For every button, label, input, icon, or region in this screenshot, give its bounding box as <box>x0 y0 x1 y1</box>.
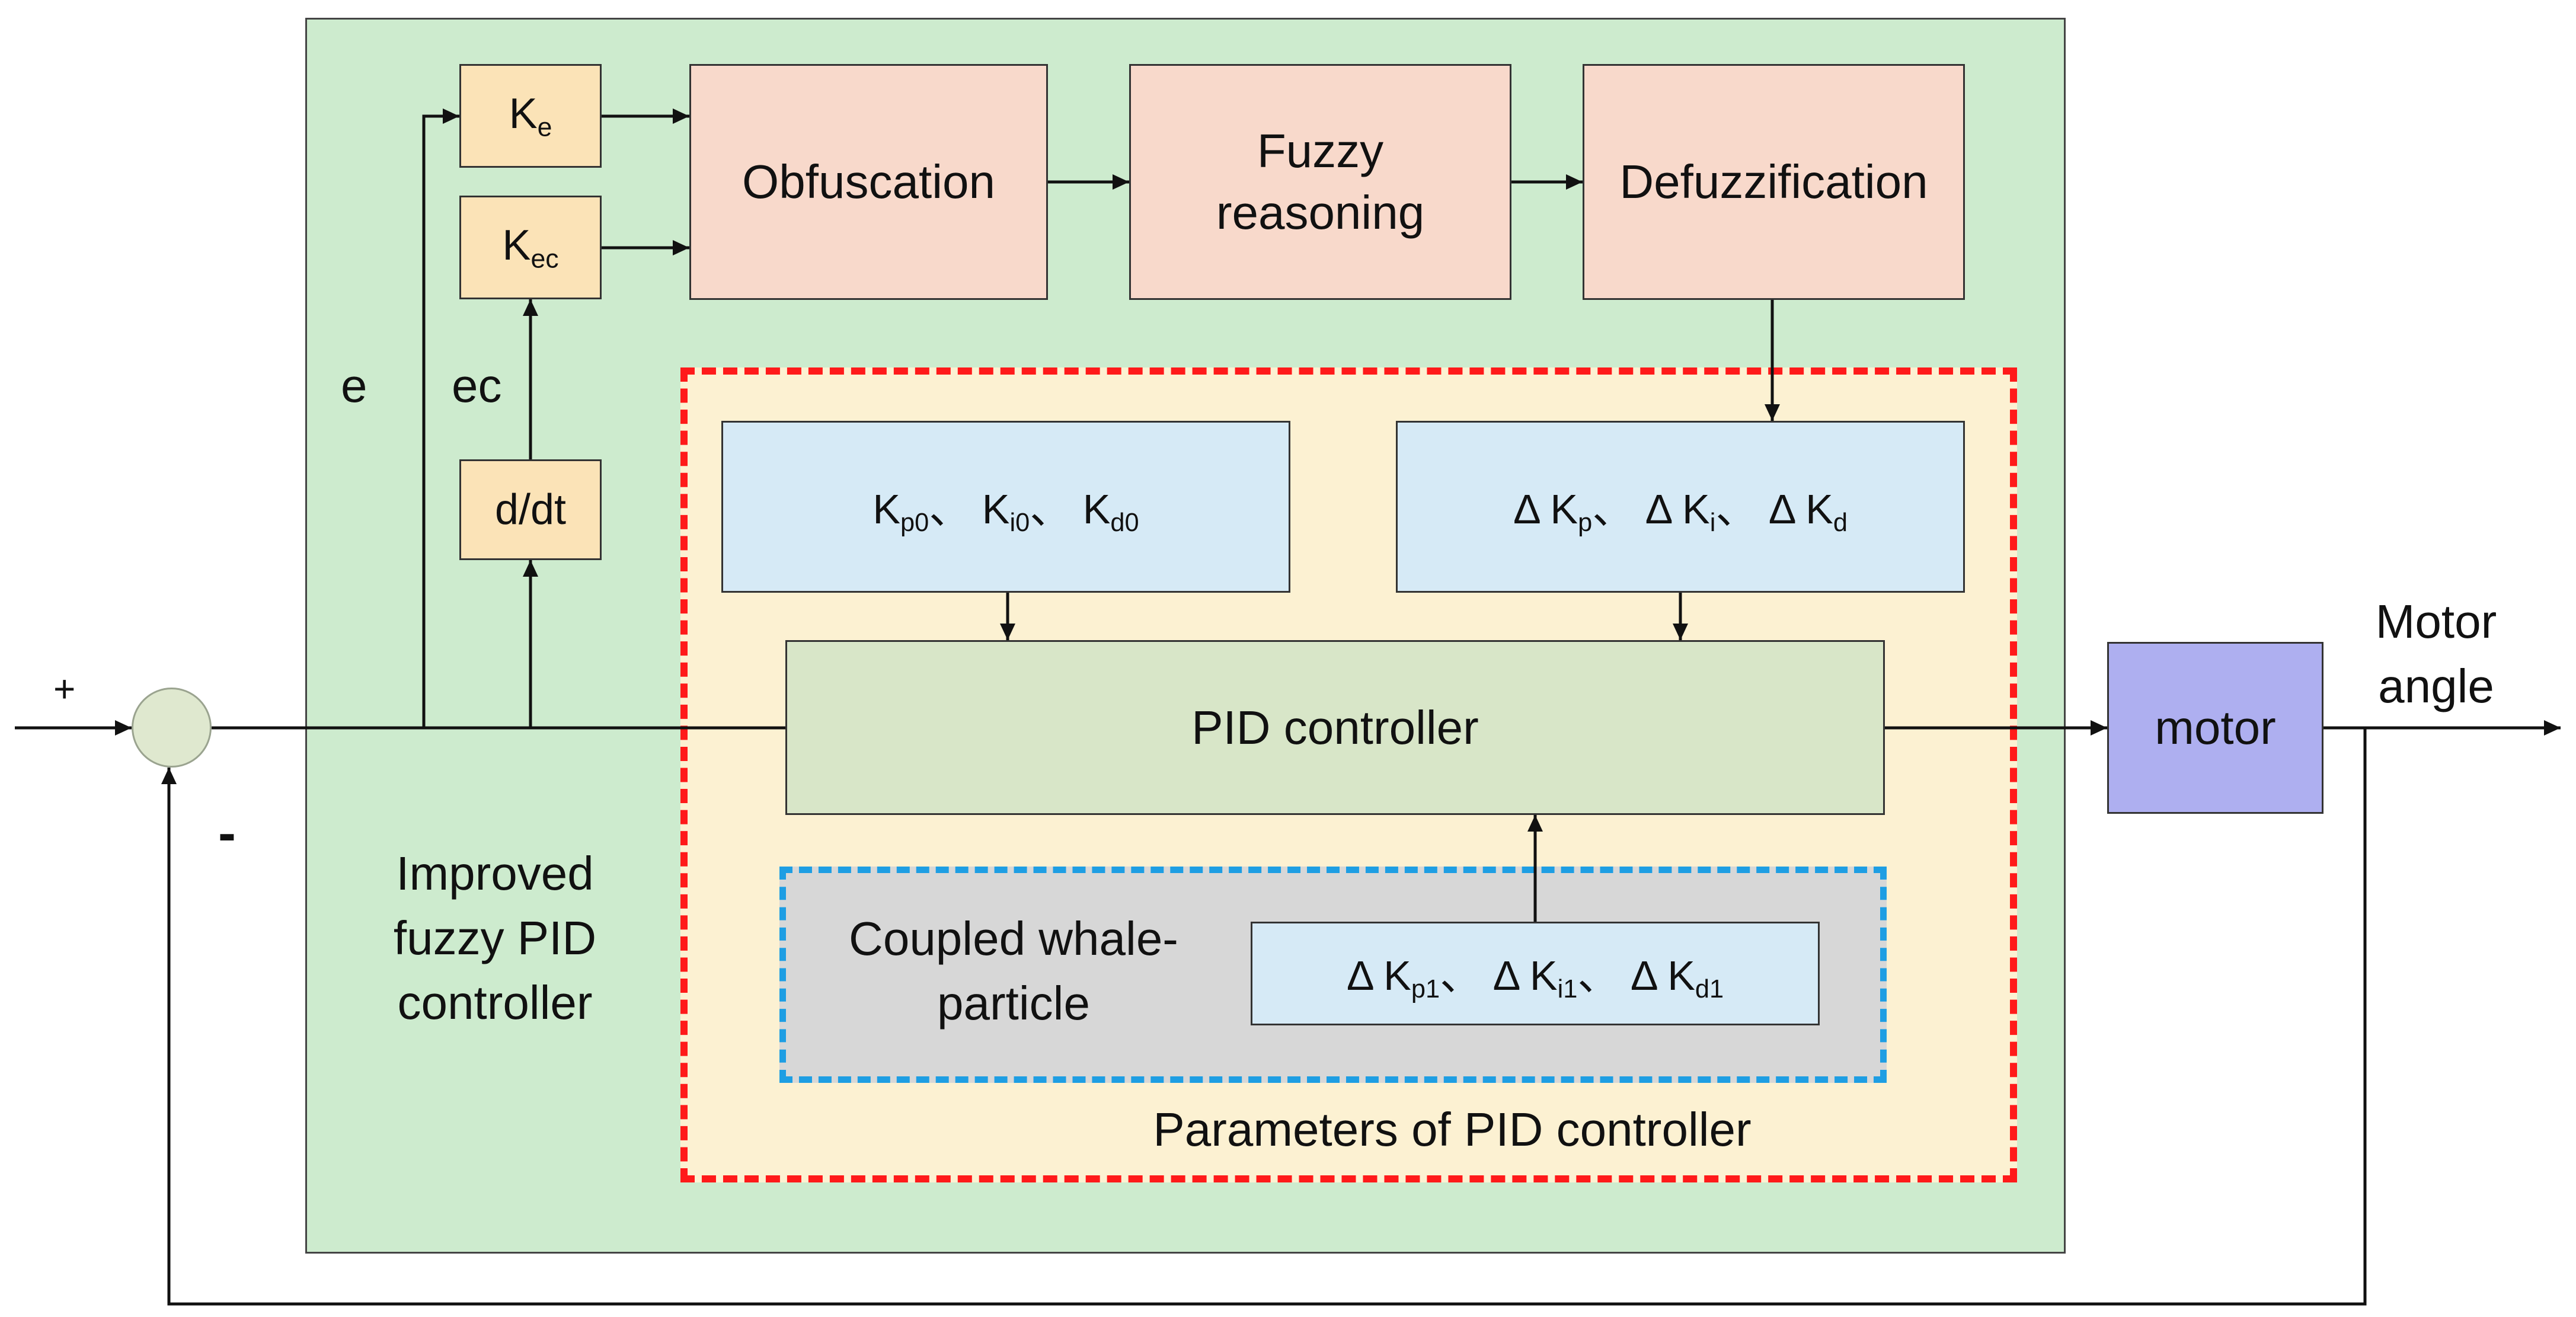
optimizer-label: Coupled whale- particle <box>806 907 1221 1036</box>
input-line-arrowhead <box>115 720 132 736</box>
output-label: Motor angle <box>2341 590 2531 719</box>
defuzzification-to-delta-line-arrowhead <box>1765 404 1780 421</box>
initial-parameters-block: Kp0、 Ki0、 Kd0 <box>721 421 1290 593</box>
summing-junction <box>132 688 212 768</box>
fuzzy-reasoning-line-1: Fuzzy <box>1257 124 1384 177</box>
improved-controller-line-2: fuzzy PID <box>393 911 597 964</box>
motor-block: motor <box>2107 642 2323 814</box>
ec-branch-line-arrowhead <box>523 560 538 577</box>
delta-parameters-block: Δ Kp、 Δ Ki、 Δ Kd <box>1396 421 1965 593</box>
optimizer-parameters-block: Δ Kp1、 Δ Ki1、 Δ Kd1 <box>1251 922 1820 1025</box>
obfuscation-to-reasoning-line-arrowhead <box>1113 174 1129 190</box>
gain-ke-block: Ke <box>459 64 602 168</box>
output-label-line-2: angle <box>2378 659 2494 712</box>
improved-controller-line-3: controller <box>397 976 593 1029</box>
initial-parameters-label: Kp0、 Ki0、 Kd0 <box>872 485 1139 537</box>
defuzzification-label: Defuzzification <box>1619 155 1928 208</box>
pid-controller-block: PID controller <box>785 640 1885 815</box>
e-branch-line <box>422 114 459 728</box>
optimizer-label-line-1: Coupled whale- <box>849 912 1178 965</box>
fuzzy-reasoning-line-2: reasoning <box>1216 186 1425 239</box>
delta-params-to-pid-line-arrowhead <box>1673 624 1688 640</box>
gain-ke-label: Ke <box>509 89 552 142</box>
ec-signal-label: ec <box>452 359 502 412</box>
delta-parameters-label: Δ Kp、 Δ Ki、 Δ Kd <box>1513 485 1848 537</box>
gain-kec-label: Kec <box>502 221 559 274</box>
fuzzy-reasoning-block: Fuzzy reasoning <box>1129 64 1511 300</box>
improved-controller-label: Improved fuzzy PID controller <box>344 842 646 1035</box>
defuzzification-block: Defuzzification <box>1583 64 1965 300</box>
feedback-line-arrowhead <box>161 768 177 784</box>
optimizer-to-pid-line-arrowhead <box>1527 815 1543 832</box>
pid-to-motor-line-arrowhead <box>2091 720 2107 736</box>
e-signal-label: e <box>341 359 367 412</box>
gain-kec-block: Kec <box>459 196 602 299</box>
minus-sign: - <box>218 804 236 863</box>
obfuscation-label: Obfuscation <box>742 155 995 208</box>
optimizer-label-line-2: particle <box>937 976 1090 1030</box>
e-branch-line-arrowhead <box>443 108 459 124</box>
output-line-arrowhead <box>2544 720 2561 736</box>
feedback-line <box>167 728 2367 1306</box>
derivative-to-kec-line-arrowhead <box>523 299 538 316</box>
derivative-block: d/dt <box>459 459 602 560</box>
kec-to-obfuscation-line-arrowhead <box>673 240 689 255</box>
derivative-label: d/dt <box>494 486 567 533</box>
ke-to-obfuscation-line-arrowhead <box>673 108 689 124</box>
motor-label: motor <box>2155 701 2276 754</box>
output-label-line-1: Motor <box>2375 595 2497 648</box>
obfuscation-block: Obfuscation <box>689 64 1048 300</box>
initial-params-to-pid-line-arrowhead <box>1000 624 1015 640</box>
pid-parameters-region-label: Parameters of PID controller <box>1153 1103 1752 1156</box>
plus-sign: + <box>53 667 76 710</box>
optimizer-parameters-label: Δ Kp1、 Δ Ki1、 Δ Kd1 <box>1346 952 1724 1004</box>
reasoning-to-defuzzification-line-arrowhead <box>1566 174 1583 190</box>
improved-controller-line-1: Improved <box>396 847 594 900</box>
pid-controller-label: PID controller <box>1191 701 1479 754</box>
